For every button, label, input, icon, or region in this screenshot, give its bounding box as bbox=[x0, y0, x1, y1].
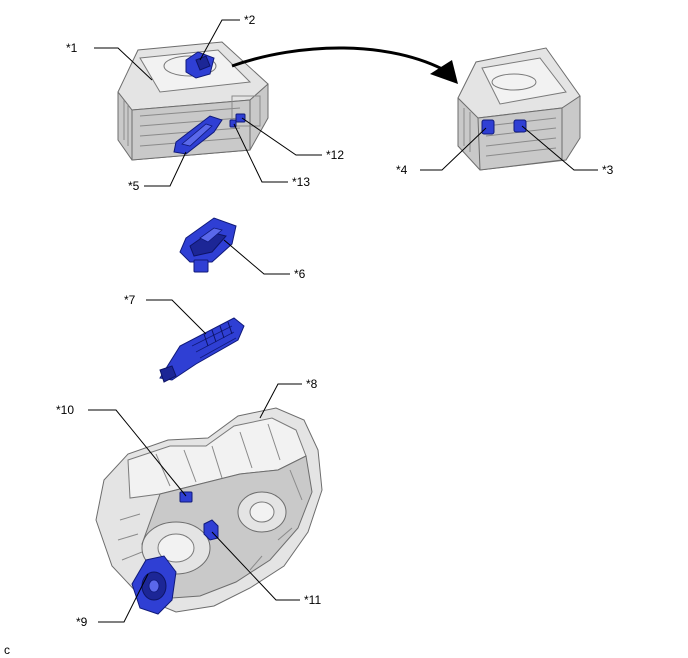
leader-9 bbox=[98, 573, 149, 623]
callout-2: *2 bbox=[244, 13, 256, 27]
part-5-cover bbox=[173, 115, 223, 155]
part-12-item bbox=[235, 113, 246, 123]
callout-8: *8 bbox=[306, 377, 318, 391]
callout-7: *7 bbox=[124, 293, 136, 307]
leader-5 bbox=[144, 151, 187, 187]
leader-10 bbox=[88, 409, 187, 497]
callout-13: *13 bbox=[292, 175, 310, 189]
leader-1 bbox=[94, 47, 153, 81]
leader-6 bbox=[223, 239, 290, 275]
transition-arrow bbox=[231, 46, 458, 84]
callout-1: *1 bbox=[66, 41, 78, 55]
part-4-connector bbox=[481, 119, 495, 135]
transaxle-assembly bbox=[95, 407, 323, 613]
callout-4: *4 bbox=[396, 163, 408, 177]
callout-11: *11 bbox=[304, 593, 321, 607]
part-7-cover bbox=[159, 317, 245, 383]
callout-3: *3 bbox=[602, 163, 614, 177]
leader-12 bbox=[241, 117, 322, 156]
leader-lines bbox=[88, 19, 598, 623]
callout-10: *10 bbox=[56, 403, 74, 417]
callout-9: *9 bbox=[76, 615, 88, 629]
callout-6: *6 bbox=[294, 267, 306, 281]
callout-12: *12 bbox=[326, 148, 344, 162]
part-10-item bbox=[179, 491, 193, 503]
part-6-bracket bbox=[179, 217, 237, 273]
callout-5: *5 bbox=[128, 179, 140, 193]
inverter-assembly-right bbox=[457, 47, 581, 171]
part-3-connector bbox=[513, 119, 527, 133]
figure-code: c bbox=[4, 643, 10, 657]
callout-labels: *1 *2 *5 *12 *13 *4 *3 *6 *7 *8 *10 *11 … bbox=[4, 13, 614, 657]
leader-3 bbox=[521, 125, 598, 171]
part-9-housing bbox=[131, 555, 177, 615]
leader-2 bbox=[199, 19, 240, 61]
part-2-connector bbox=[185, 51, 215, 79]
leader-8 bbox=[259, 383, 302, 419]
leader-4 bbox=[420, 127, 487, 171]
leader-11 bbox=[211, 531, 300, 601]
leader-13 bbox=[233, 123, 288, 183]
leader-7 bbox=[146, 299, 207, 335]
